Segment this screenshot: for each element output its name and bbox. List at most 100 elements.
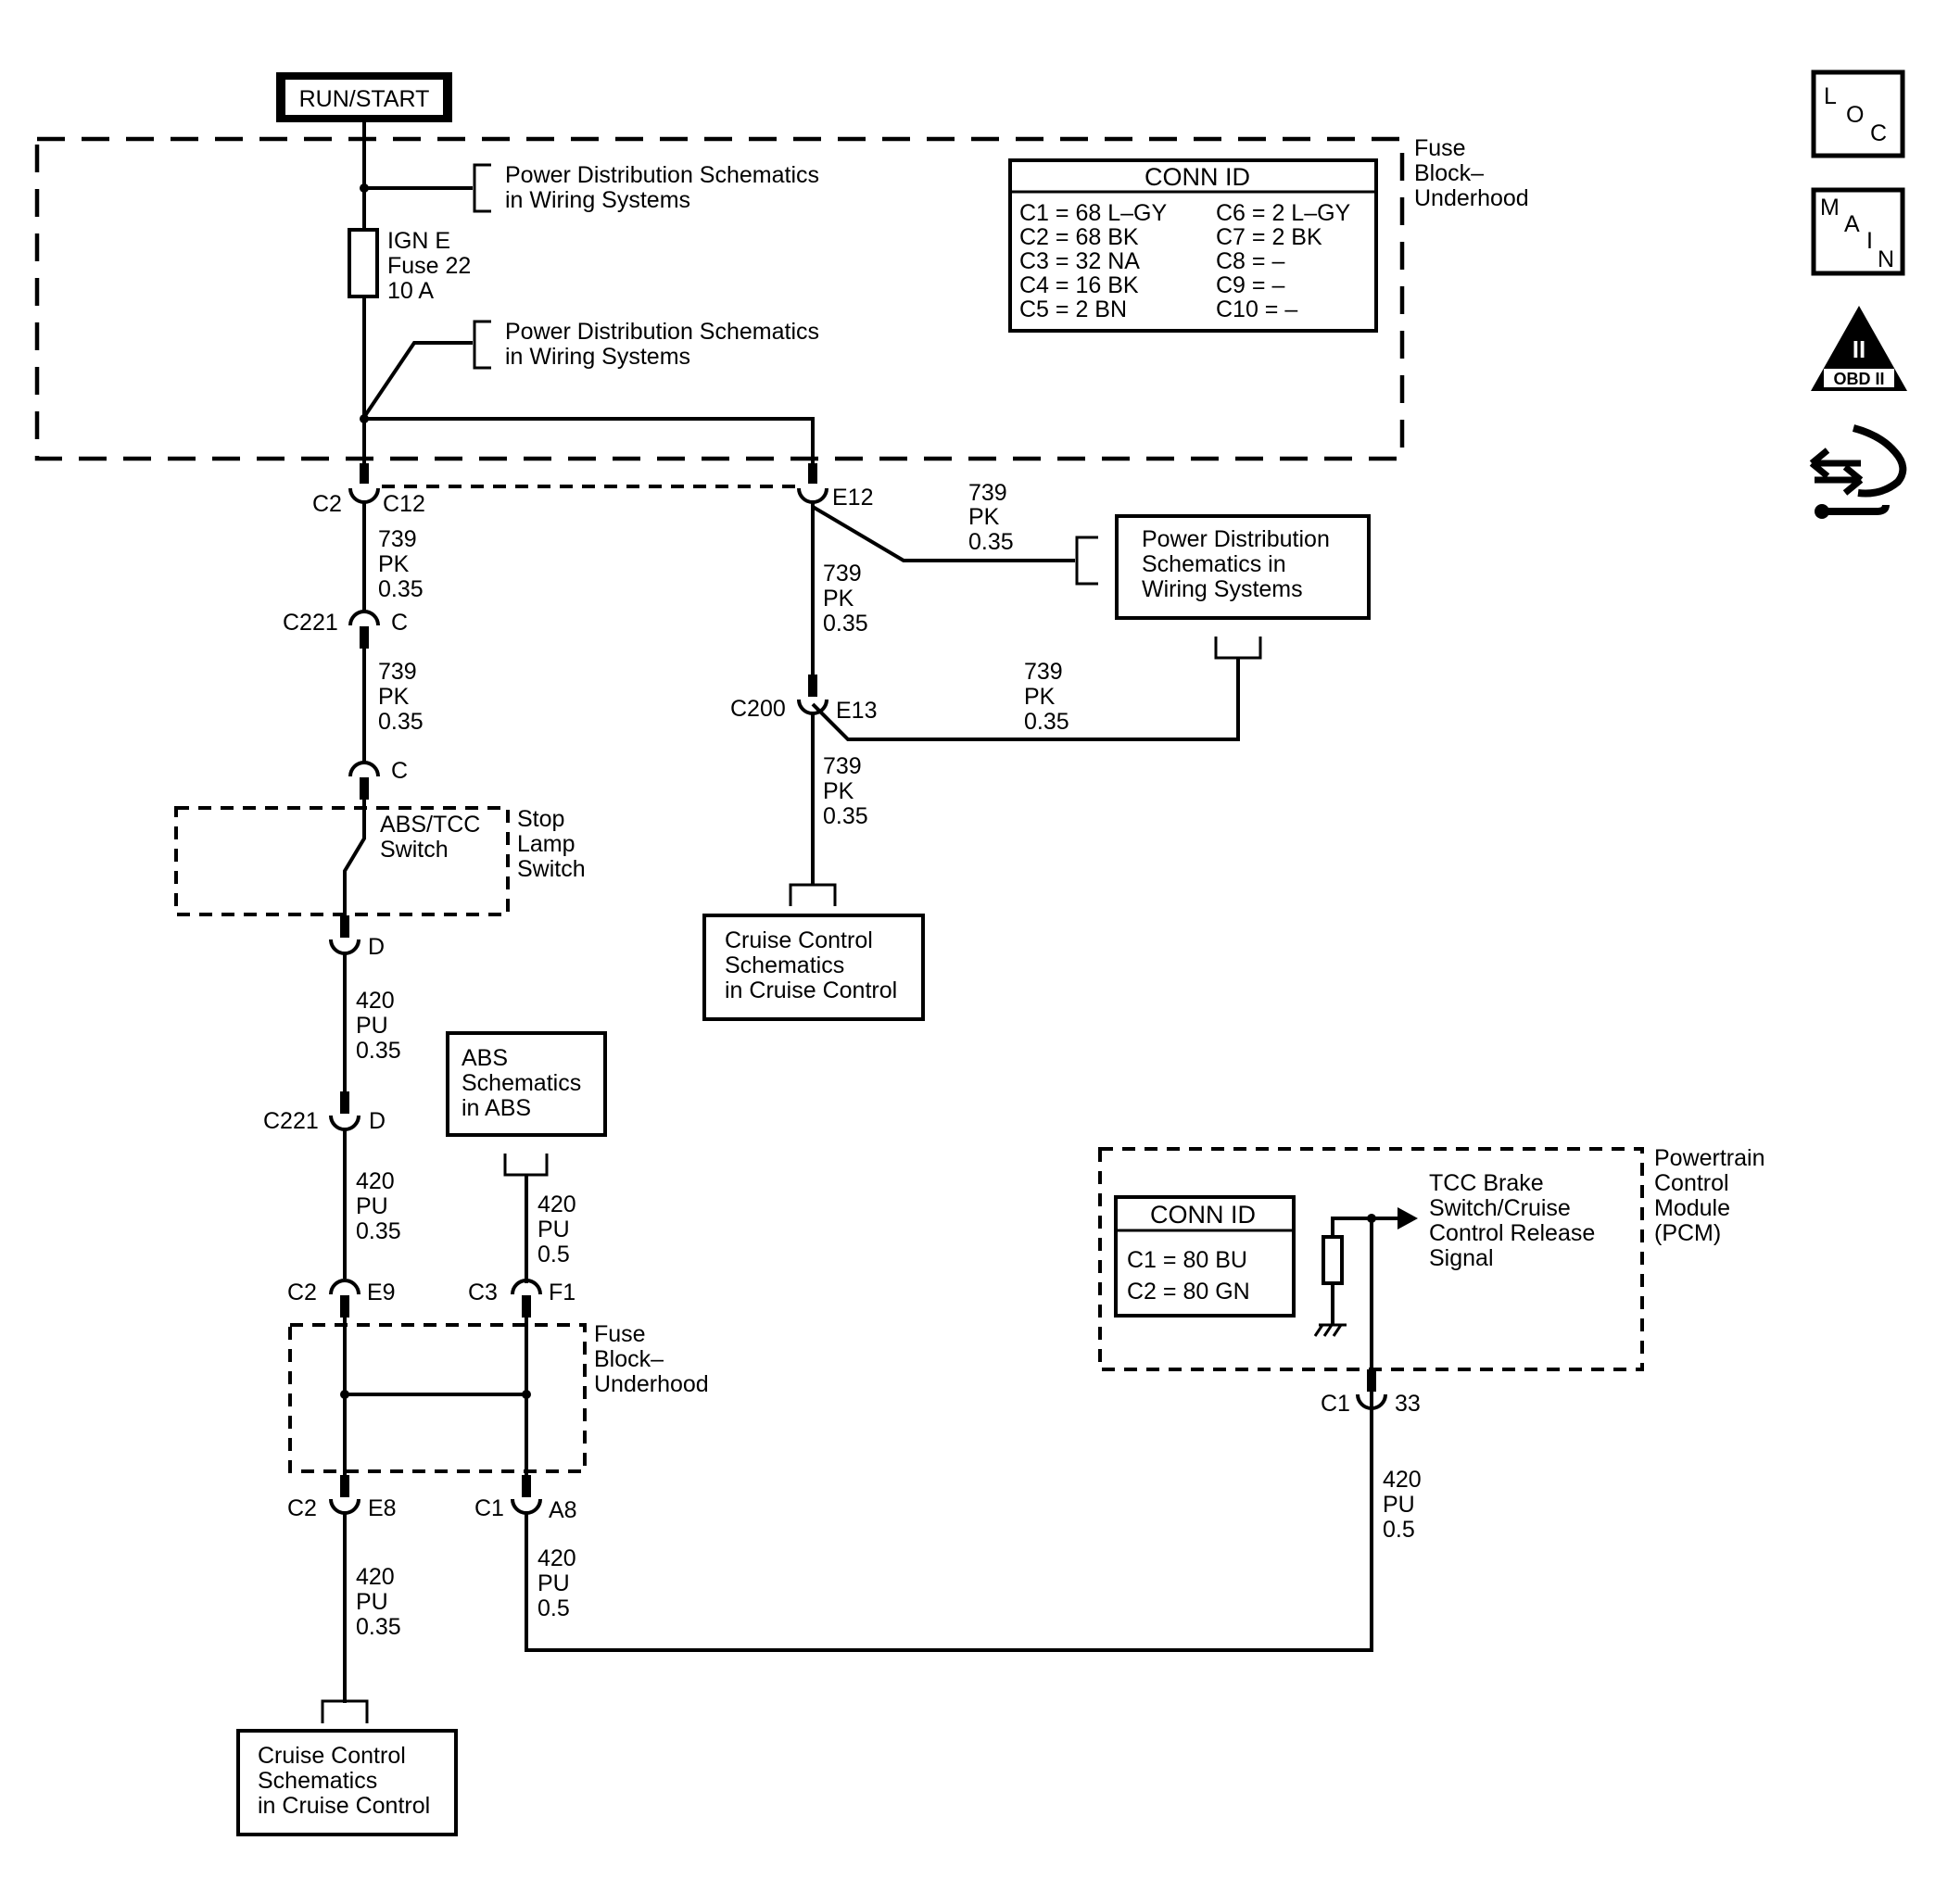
svg-text:C1: C1 bbox=[474, 1495, 504, 1521]
service-arrows-wrench-icon[interactable] bbox=[1809, 424, 1907, 519]
wire-739-e-circuit: 739 bbox=[1024, 659, 1063, 685]
wire-420-f-size: 0.5 bbox=[1383, 1517, 1415, 1543]
svg-text:Switch/Cruise: Switch/Cruise bbox=[1429, 1195, 1571, 1221]
svg-text:C2 = 80 GN: C2 = 80 GN bbox=[1127, 1279, 1250, 1305]
fuse-line2: Fuse 22 bbox=[387, 253, 471, 279]
svg-text:C: C bbox=[391, 610, 408, 636]
cruise-box-2-terminal bbox=[321, 1699, 369, 1723]
svg-text:Schematics: Schematics bbox=[462, 1070, 581, 1096]
svg-text:A8: A8 bbox=[549, 1497, 577, 1523]
ref-2-branch bbox=[362, 341, 473, 419]
switch-name-line1: ABS/TCC bbox=[380, 812, 480, 838]
svg-text:C3: C3 bbox=[468, 1280, 498, 1305]
wire-420-a-size: 0.35 bbox=[356, 1038, 401, 1064]
svg-text:A: A bbox=[1844, 211, 1860, 237]
svg-text:Power Distribution: Power Distribution bbox=[1142, 526, 1330, 552]
svg-text:Control: Control bbox=[1654, 1170, 1729, 1196]
svg-text:Underhood: Underhood bbox=[594, 1371, 709, 1397]
svg-text:C12: C12 bbox=[383, 491, 425, 517]
wire-739-c-size: 0.35 bbox=[823, 611, 868, 637]
switch-name-line2: Switch bbox=[380, 837, 449, 863]
pull-down-resistor bbox=[1322, 1235, 1344, 1285]
svg-text:in Cruise Control: in Cruise Control bbox=[725, 977, 897, 1003]
wire-739-a-color: PK bbox=[378, 551, 410, 577]
wire-739-b-circuit: 739 bbox=[378, 659, 417, 685]
pcm-resistor-lead bbox=[1331, 1217, 1372, 1237]
svg-text:Powertrain: Powertrain bbox=[1654, 1145, 1765, 1171]
abs-box-terminal bbox=[503, 1154, 549, 1177]
conn-id-right-4: C10 = – bbox=[1216, 296, 1297, 322]
conn-id-left-0: C1 = 68 L–GY bbox=[1019, 200, 1167, 226]
cruise-box-1-terminal bbox=[789, 883, 837, 906]
wire-420-b-color: PU bbox=[356, 1193, 388, 1219]
svg-text:OBD II: OBD II bbox=[1833, 370, 1884, 388]
conn-id-right-0: C6 = 2 L–GY bbox=[1216, 200, 1351, 226]
svg-text:II: II bbox=[1853, 335, 1865, 363]
svg-text:TCC Brake: TCC Brake bbox=[1429, 1170, 1544, 1196]
loc-icon[interactable]: L O C bbox=[1811, 69, 1905, 158]
svg-text:in Cruise Control: in Cruise Control bbox=[258, 1793, 430, 1819]
svg-text:N: N bbox=[1878, 246, 1894, 272]
abs-schematics-box[interactable]: ABS Schematics in ABS bbox=[446, 1031, 607, 1177]
svg-text:CONN ID: CONN ID bbox=[1150, 1201, 1256, 1229]
svg-text:Wiring Systems: Wiring Systems bbox=[1142, 576, 1303, 602]
wire-739-to-power-dist bbox=[811, 505, 1075, 562]
fuse-line3: 10 A bbox=[387, 278, 434, 304]
svg-text:Schematics in: Schematics in bbox=[1142, 551, 1286, 577]
fuse-block-top-label-3: Underhood bbox=[1414, 185, 1529, 211]
connector-c1-a8: C1 A8 bbox=[474, 1475, 577, 1523]
connector-switch-c: C bbox=[348, 758, 408, 800]
signal-arrow-icon bbox=[1398, 1207, 1418, 1229]
wire-420-d-circuit: 420 bbox=[356, 1564, 395, 1590]
fuse-block-top-label-1: Fuse bbox=[1414, 135, 1466, 161]
svg-text:F1: F1 bbox=[549, 1280, 575, 1305]
wire-739-c-color: PK bbox=[823, 586, 854, 612]
switch-comp-line2: Lamp bbox=[517, 831, 575, 857]
wire-420-b-circuit: 420 bbox=[356, 1168, 395, 1194]
fuse-block-top-outline bbox=[34, 136, 1405, 461]
connector-c221-d: C221 D bbox=[263, 1091, 386, 1134]
wire-420-d-color: PU bbox=[356, 1589, 388, 1615]
power-distribution-box[interactable]: Power Distribution Schematics in Wiring … bbox=[1115, 514, 1371, 620]
wire-420-e-size: 0.5 bbox=[538, 1595, 570, 1621]
ground-icon bbox=[1313, 1323, 1347, 1337]
svg-text:O: O bbox=[1846, 102, 1864, 128]
wire-739-f-size: 0.35 bbox=[823, 803, 868, 829]
e12-branch bbox=[364, 417, 815, 477]
wire-420-c-circuit: 420 bbox=[538, 1192, 576, 1217]
fuse-block-underhood-bottom: Fuse Block– Underhood bbox=[288, 1318, 709, 1475]
wire-739-f-circuit: 739 bbox=[823, 753, 862, 779]
svg-text:Signal: Signal bbox=[1429, 1245, 1494, 1271]
obd-ii-icon[interactable]: II OBD II bbox=[1811, 306, 1907, 391]
wire-420-to-pcm bbox=[525, 1422, 1373, 1652]
wire-420-e-color: PU bbox=[538, 1570, 570, 1596]
svg-text:M: M bbox=[1820, 195, 1840, 221]
cruise-control-box-1[interactable]: Cruise Control Schematics in Cruise Cont… bbox=[702, 914, 925, 1021]
svg-text:Schematics: Schematics bbox=[258, 1768, 377, 1794]
wire-420-d-size: 0.35 bbox=[356, 1614, 401, 1640]
svg-text:C221: C221 bbox=[283, 610, 338, 636]
connector-c2-c12: C2 C12 bbox=[312, 463, 425, 517]
wire-420-f-color: PU bbox=[1383, 1492, 1415, 1518]
run-start-label: RUN/START bbox=[299, 86, 430, 112]
ref-2-bracket bbox=[473, 320, 491, 370]
svg-text:Module: Module bbox=[1654, 1195, 1730, 1221]
conn-id-table-pcm: CONN ID C1 = 80 BU C2 = 80 GN bbox=[1114, 1195, 1296, 1318]
cruise-control-box-2[interactable]: Cruise Control Schematics in Cruise Cont… bbox=[236, 1729, 458, 1836]
svg-text:Cruise Control: Cruise Control bbox=[725, 927, 873, 953]
connector-switch-d: D bbox=[329, 915, 385, 960]
svg-text:E9: E9 bbox=[367, 1280, 396, 1305]
svg-text:(PCM): (PCM) bbox=[1654, 1220, 1721, 1246]
fuse-block-underhood-top: Fuse Block– Underhood bbox=[34, 135, 1529, 461]
connector-c2-e9: C2 E9 bbox=[287, 1279, 396, 1318]
svg-text:E13: E13 bbox=[836, 698, 877, 724]
svg-text:C2: C2 bbox=[287, 1280, 317, 1305]
svg-text:Schematics: Schematics bbox=[725, 952, 844, 978]
ref-power-dist-2-line2: in Wiring Systems bbox=[505, 344, 690, 370]
conn-id-right-3: C9 = – bbox=[1216, 272, 1284, 298]
wire-420-a-circuit: 420 bbox=[356, 988, 395, 1014]
wire-420-b-size: 0.35 bbox=[356, 1218, 401, 1244]
wire-739-a-size: 0.35 bbox=[378, 576, 424, 602]
main-icon[interactable]: M A I N bbox=[1811, 187, 1905, 276]
